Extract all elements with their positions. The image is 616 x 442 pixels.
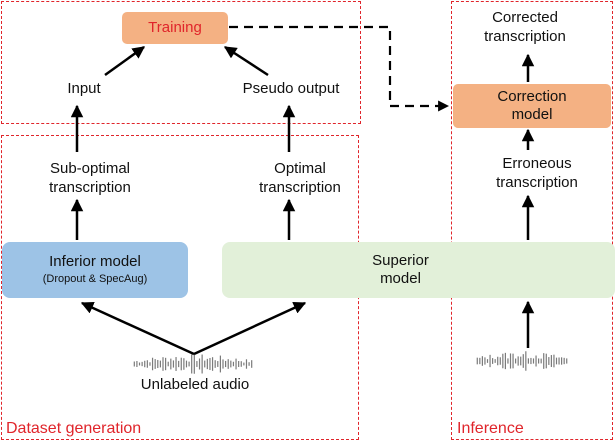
dashed-arrow-training-to-correction [229, 25, 450, 112]
corrected-transcription-label: Corrected transcription [460, 8, 590, 46]
optimal-line-1: Optimal [274, 160, 326, 177]
erroneous-line-2: transcription [496, 174, 578, 192]
top-left-region [1, 1, 361, 124]
optimal-line-2: transcription [259, 179, 341, 197]
sub-optimal-line-2: transcription [49, 179, 131, 197]
arrow-audio-to-inferior [80, 301, 195, 356]
inference-region [451, 1, 613, 440]
superior-model-line-1: Superior [372, 252, 429, 269]
arrow-input-to-training [104, 45, 146, 77]
training-label: Training [148, 19, 202, 36]
inferior-model-box: Inferior model (Dropout & SpecAug) [2, 242, 188, 298]
optimal-transcription-label: Optimal transcription [245, 159, 355, 197]
correction-model-line-2: model [511, 106, 553, 123]
dataset-generation-title: Dataset generation [6, 420, 142, 437]
inference-title: Inference [457, 420, 524, 437]
arrow-audio-to-superior [193, 301, 307, 356]
unlabeled-audio-label: Unlabeled audio [140, 376, 250, 393]
corrected-line-2: transcription [484, 28, 566, 46]
sub-optimal-line-1: Sub-optimal [49, 160, 131, 177]
sub-optimal-transcription-label: Sub-optimal transcription [30, 159, 150, 197]
pseudo-output-label: Pseudo output [242, 80, 340, 97]
inferior-model-subtitle: (Dropout & SpecAug) [42, 273, 148, 286]
superior-model-band: Superior model [222, 242, 615, 298]
superior-model-line-2: model [380, 270, 421, 287]
erroneous-line-1: Erroneous [502, 155, 572, 172]
input-label: Input [67, 80, 101, 97]
inferior-model-title: Inferior model [49, 253, 141, 271]
audio-waveform-icon [133, 354, 253, 374]
erroneous-transcription-label: Erroneous transcription [472, 154, 602, 192]
correction-model-line-1: Correction [497, 88, 567, 105]
audio-waveform-icon-inference [476, 351, 568, 371]
training-box: Training [122, 12, 228, 44]
corrected-line-1: Corrected [492, 9, 558, 26]
correction-model-box: Correction model [453, 84, 611, 128]
arrow-pseudo-to-training [223, 45, 269, 77]
